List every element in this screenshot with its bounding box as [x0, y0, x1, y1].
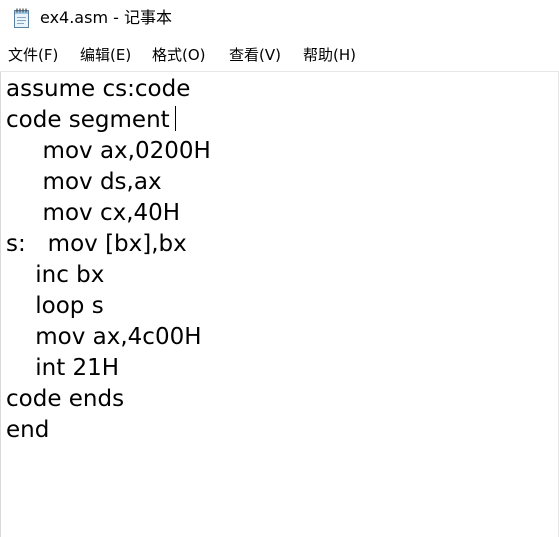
menu-help[interactable]: 帮助(H): [303, 46, 356, 64]
code-line-2: code segment: [6, 107, 170, 133]
text-caret: [175, 106, 176, 131]
code-line-7: inc bx: [6, 262, 105, 288]
code-line-11: code ends: [6, 386, 125, 412]
notepad-icon: [14, 8, 29, 28]
code-line-5: mov cx,40H: [6, 200, 181, 226]
code-line-9: mov ax,4c00H: [6, 324, 202, 350]
menu-file[interactable]: 文件(F): [8, 46, 59, 64]
text-editor-area[interactable]: assume cs:code code segment mov ax,0200H…: [0, 71, 559, 537]
menu-format[interactable]: 格式(O): [152, 46, 206, 64]
code-line-6: s: mov [bx],bx: [6, 231, 187, 257]
editor-left-border: [0, 72, 1, 537]
code-line-3: mov ax,0200H: [6, 138, 211, 164]
title-bar[interactable]: ex4.asm - 记事本: [0, 0, 559, 38]
menu-view[interactable]: 查看(V): [229, 46, 281, 64]
code-line-1: assume cs:code: [6, 76, 191, 102]
menu-bar: 文件(F) 编辑(E) 格式(O) 查看(V) 帮助(H): [0, 40, 559, 70]
menu-edit[interactable]: 编辑(E): [80, 46, 132, 64]
code-line-10: int 21H: [6, 355, 120, 381]
code-line-4: mov ds,ax: [6, 169, 162, 195]
code-line-8: loop s: [6, 293, 104, 319]
window-title: ex4.asm - 记事本: [40, 8, 172, 27]
code-line-12: end: [6, 417, 50, 443]
